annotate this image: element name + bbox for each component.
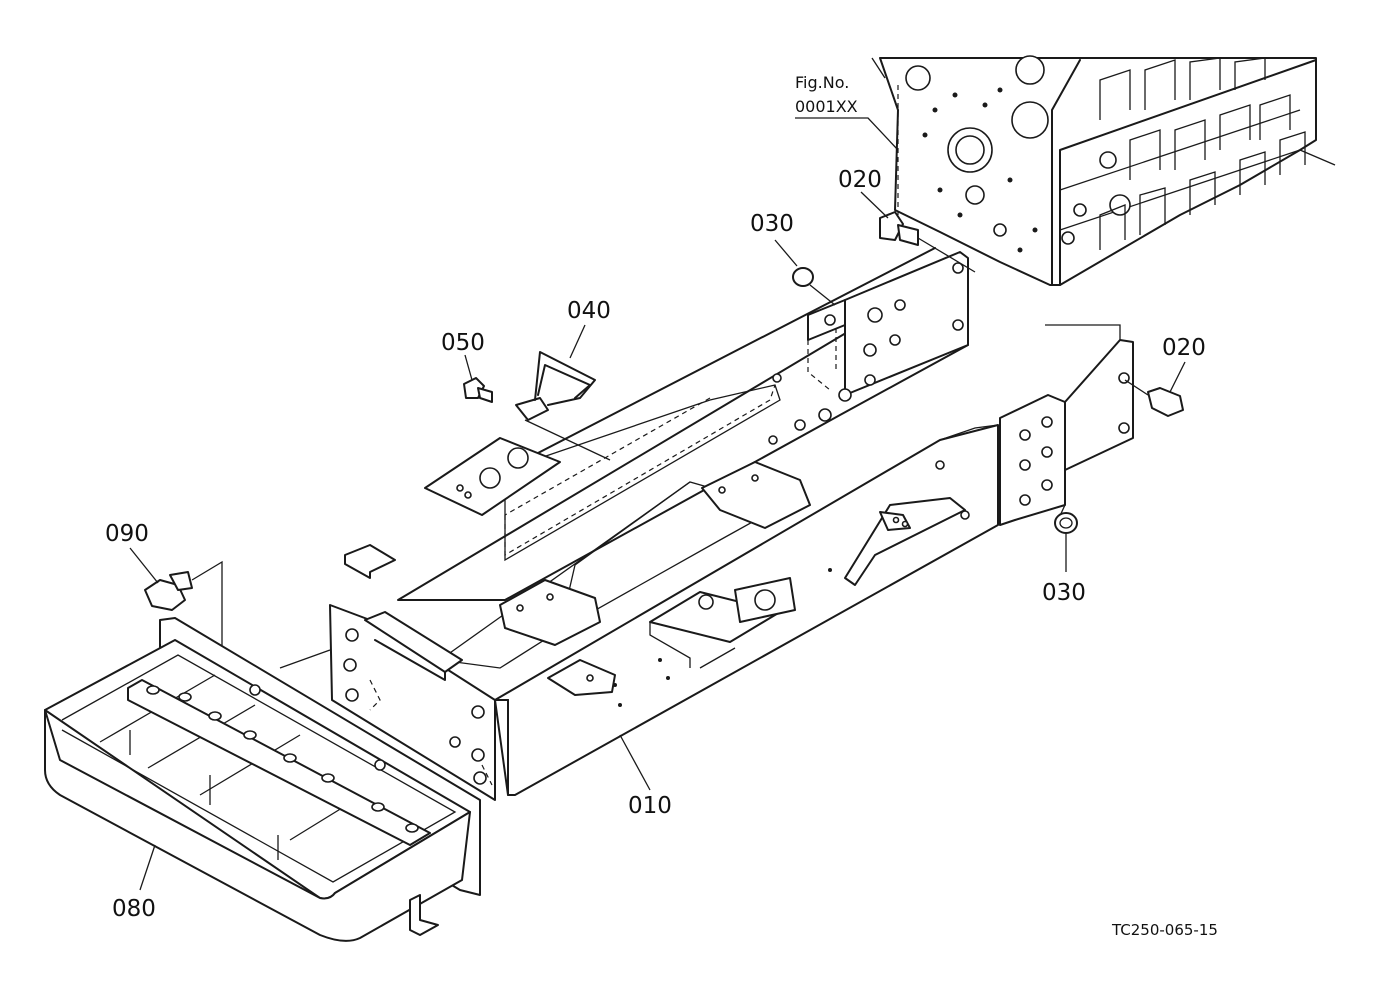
callout-030-top: 030 [750, 211, 794, 237]
callout-040: 040 [567, 298, 611, 324]
nut-030-top [792, 267, 836, 306]
figure-reference: Fig.No. 0001XX [795, 57, 899, 151]
callout-030-right: 030 [1042, 580, 1086, 606]
nut-030-right [1054, 512, 1078, 534]
bolt-020-top [879, 211, 976, 273]
callout-050: 050 [441, 330, 485, 356]
callout-020-right: 020 [1162, 335, 1206, 361]
engine-block [879, 55, 1336, 286]
bolt-050 [463, 377, 611, 461]
callout-010: 010 [628, 793, 672, 819]
callout-leaders [129, 191, 1186, 891]
bracket-040 [515, 351, 596, 421]
bolt-090 [144, 560, 223, 705]
callout-090: 090 [105, 521, 149, 547]
front-weight-080 [44, 617, 481, 942]
bolt-020-right [1124, 379, 1184, 417]
drawing-code: TC250-065-15 [1111, 921, 1218, 939]
callout-020-top: 020 [838, 167, 882, 193]
frame-010 [329, 247, 1134, 801]
fig-no-value: 0001XX [795, 97, 858, 116]
callout-080: 080 [112, 896, 156, 922]
fig-no-label: Fig.No. [795, 73, 849, 92]
